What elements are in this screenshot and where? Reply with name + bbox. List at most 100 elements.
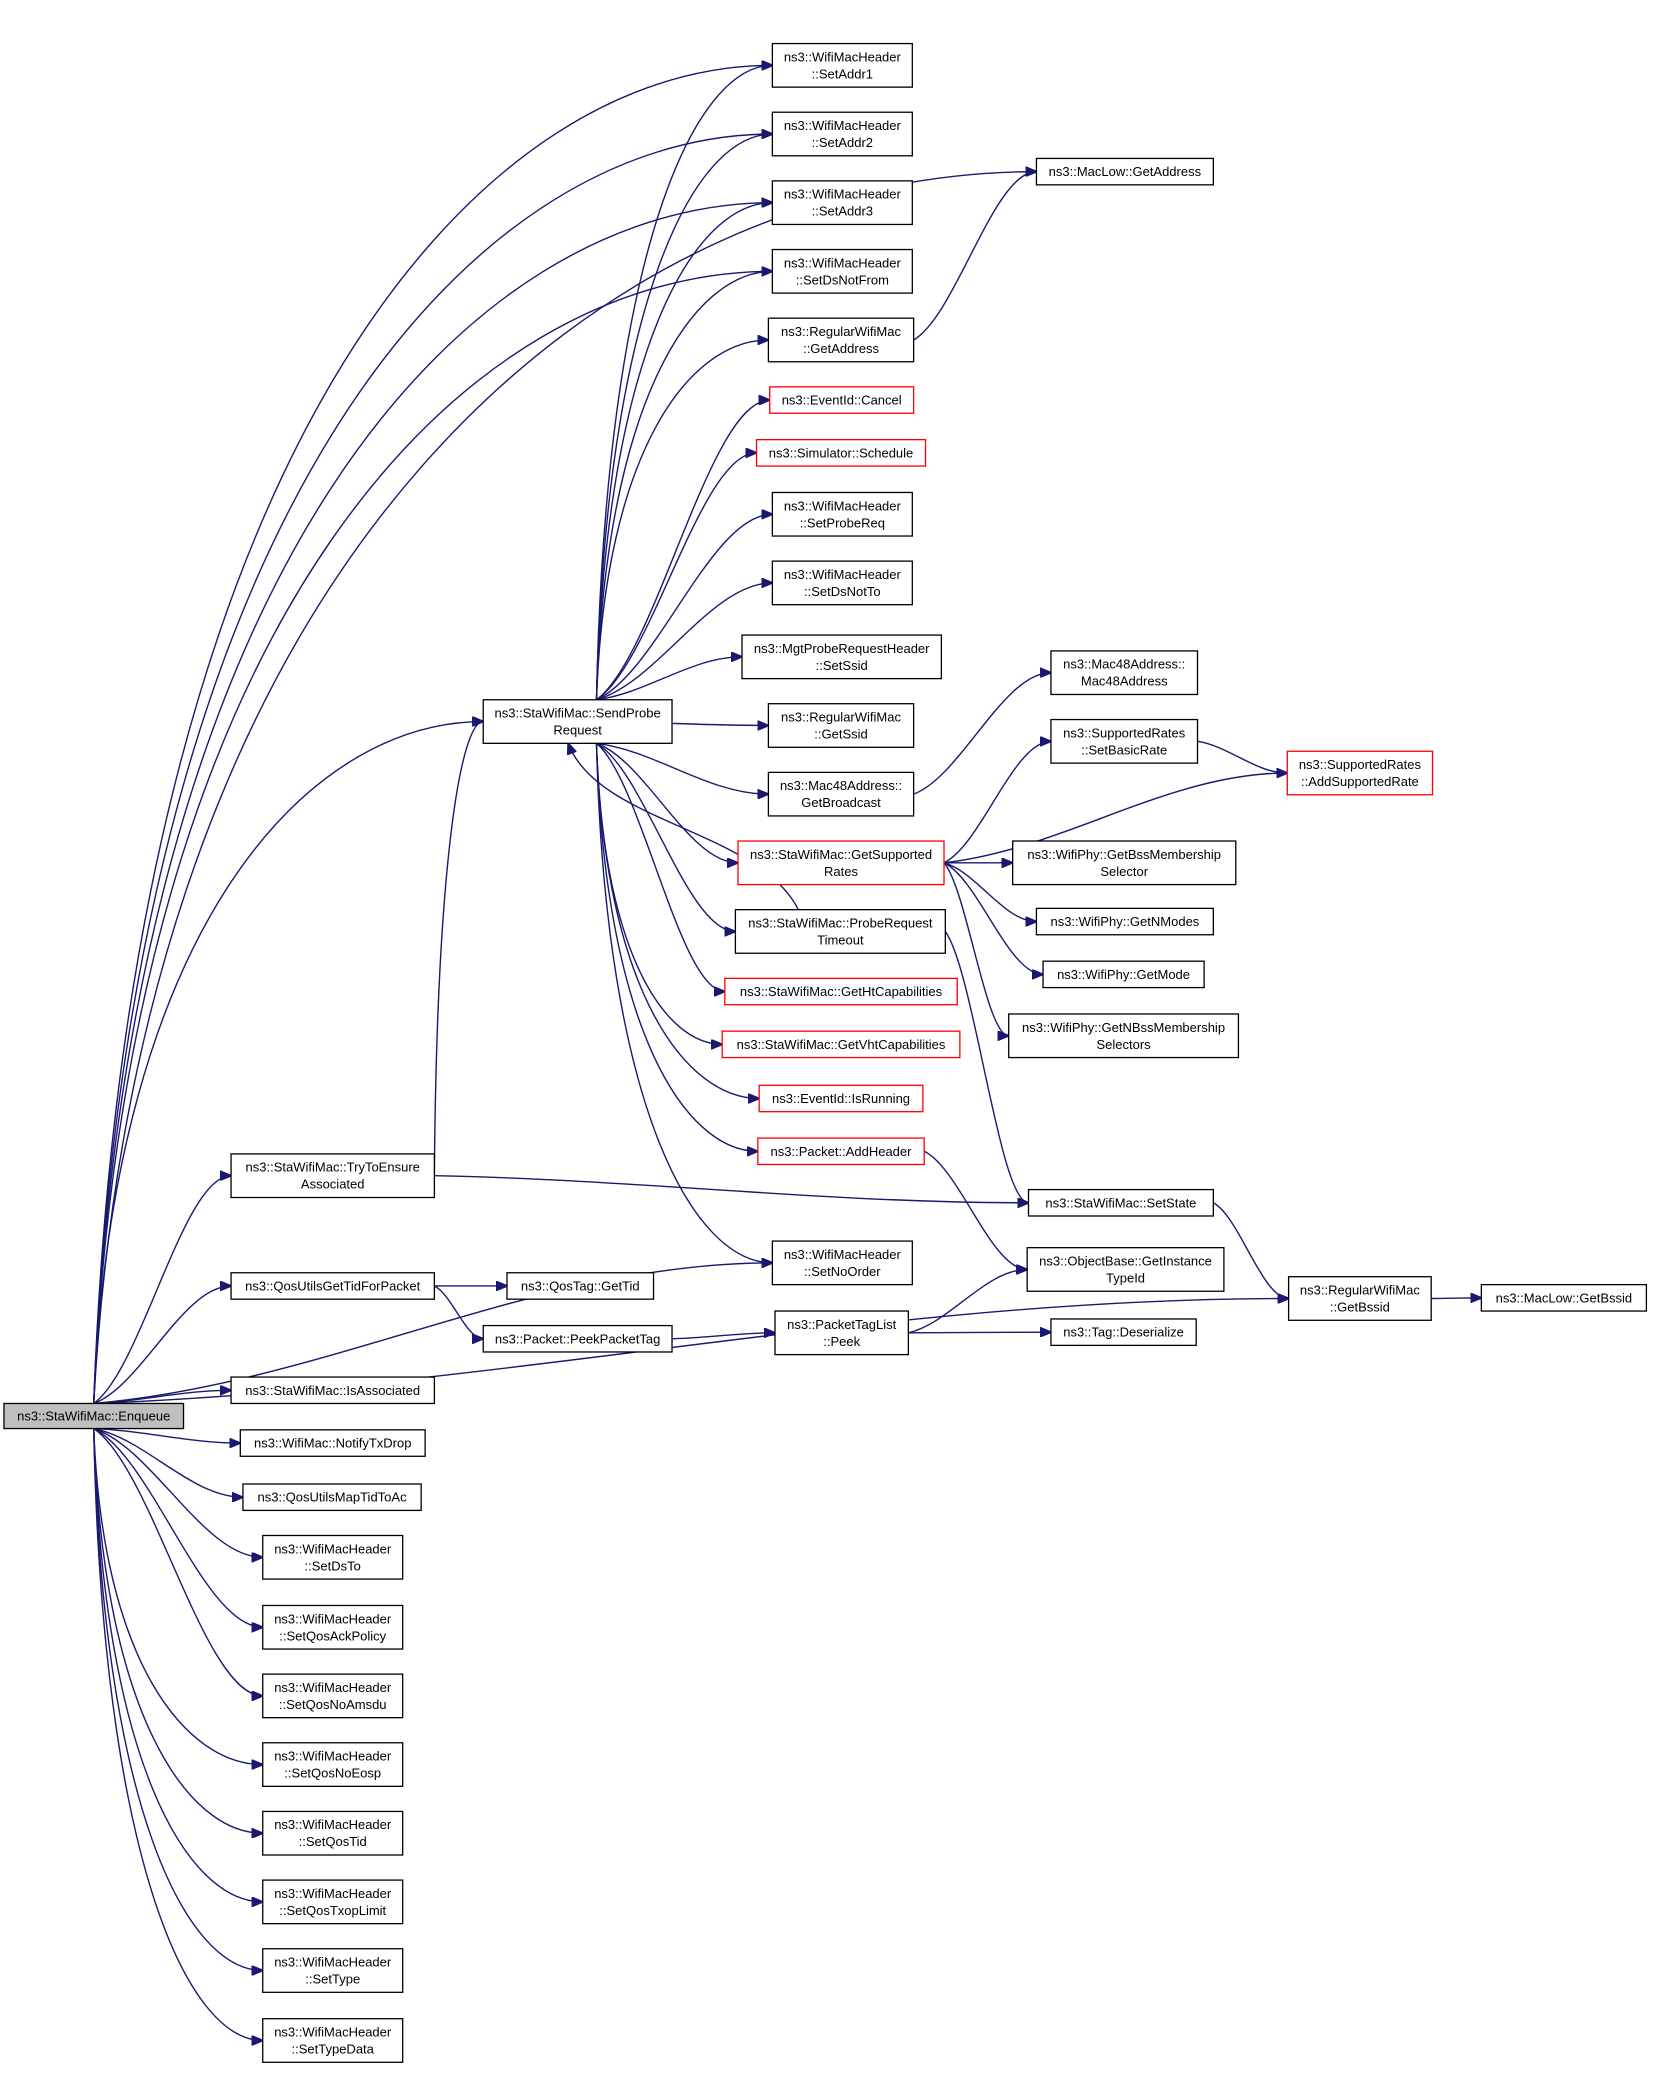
node-setnoorder[interactable]: ns3::WifiMacHeader::SetNoOrder xyxy=(771,1240,913,1286)
node-supp-setbasicrate[interactable]: ns3::SupportedRates::SetBasicRate xyxy=(1050,718,1199,764)
node-mac48-getbroadcast[interactable]: ns3::Mac48Address::GetBroadcast xyxy=(767,771,915,817)
node-enqueue[interactable]: ns3::StaWifiMac::Enqueue xyxy=(3,1402,185,1430)
node-ptl-peek[interactable]: ns3::PacketTagList::Peek xyxy=(774,1310,910,1356)
node-phy-getnmodes[interactable]: ns3::WifiPhy::GetNModes xyxy=(1035,907,1214,936)
edge-enqueue-to-setqostxoplimit xyxy=(93,1428,263,1902)
node-mgt-setssid[interactable]: ns3::MgtProbeRequestHeader::SetSsid xyxy=(741,634,943,680)
node-sta-gethtcap[interactable]: ns3::StaWifiMac::GetHtCapabilities xyxy=(724,977,958,1006)
edge-sendprobe-to-eventid-cancel xyxy=(596,400,770,701)
node-box xyxy=(771,1240,913,1286)
node-qostag-gettid[interactable]: ns3::QosTag::GetTid xyxy=(506,1272,655,1300)
node-box xyxy=(1012,840,1237,886)
node-wifimac-notifytxdrop[interactable]: ns3::WifiMac::NotifyTxDrop xyxy=(239,1429,426,1457)
edge-enqueue-to-setqosnoamsdu xyxy=(93,1427,263,1696)
edge-sendprobe-to-eventid-isrunning xyxy=(595,743,760,1098)
node-rwm-getbssid[interactable]: ns3::RegularWifiMac::GetBssid xyxy=(1287,1276,1432,1321)
edge-rwm-getaddress-to-maclow-getaddress xyxy=(913,172,1037,341)
edge-enqueue-to-setaddr3 xyxy=(93,203,773,1404)
node-setdsnotfrom[interactable]: ns3::WifiMacHeader::SetDsNotFrom xyxy=(771,248,913,294)
edge-enqueue-to-setdsnotfrom xyxy=(93,271,773,1404)
edge-sendprobe-to-mac48-getbroadcast xyxy=(596,742,769,794)
node-label: ::GetAddress xyxy=(803,341,879,356)
node-label: ns3::StaWifiMac::IsAssociated xyxy=(245,1383,420,1398)
node-settypedata[interactable]: ns3::WifiMacHeader::SetTypeData xyxy=(262,2018,404,2063)
node-packet-peektag[interactable]: ns3::Packet::PeekPacketTag xyxy=(482,1324,673,1353)
edge-rwm-getbssid-to-maclow-getbssid xyxy=(1431,1298,1481,1299)
node-packet-addheader[interactable]: ns3::Packet::AddHeader xyxy=(757,1137,925,1166)
node-sta-isassociated[interactable]: ns3::StaWifiMac::IsAssociated xyxy=(230,1376,436,1405)
node-box xyxy=(1027,1188,1214,1217)
node-supp-addsupportedrate[interactable]: ns3::SupportedRates::AddSupportedRate xyxy=(1286,750,1434,796)
node-setqosnoeosp[interactable]: ns3::WifiMacHeader::SetQosNoEosp xyxy=(262,1742,404,1787)
node-box xyxy=(771,491,913,537)
node-box xyxy=(767,771,915,817)
node-box xyxy=(767,317,915,363)
node-setqostxoplimit[interactable]: ns3::WifiMacHeader::SetQosTxopLimit xyxy=(262,1879,404,1925)
edge-sendprobe-to-setaddr1 xyxy=(595,65,773,700)
node-label: ns3::WifiMacHeader xyxy=(274,1886,392,1901)
node-box xyxy=(262,1673,404,1719)
node-setaddr3[interactable]: ns3::WifiMacHeader::SetAddr3 xyxy=(771,180,913,226)
node-label: ::SetProbeReq xyxy=(800,515,885,530)
node-label: Selectors xyxy=(1096,1037,1151,1052)
edge-enqueue-to-setnoorder xyxy=(93,1263,773,1405)
node-rwm-getaddress[interactable]: ns3::RegularWifiMac::GetAddress xyxy=(767,317,915,363)
node-label: ::SetQosAckPolicy xyxy=(279,1628,386,1643)
node-setdsnotto[interactable]: ns3::WifiMacHeader::SetDsNotTo xyxy=(771,560,913,606)
node-box xyxy=(771,111,913,157)
node-label: ns3::QosTag::GetTid xyxy=(521,1278,640,1293)
node-label: ns3::RegularWifiMac xyxy=(781,709,901,724)
node-maclow-getbssid[interactable]: ns3::MacLow::GetBssid xyxy=(1480,1283,1648,1312)
node-setqosackpolicy[interactable]: ns3::WifiMacHeader::SetQosAckPolicy xyxy=(262,1604,404,1650)
node-setaddr2[interactable]: ns3::WifiMacHeader::SetAddr2 xyxy=(771,111,913,157)
node-qosutils-maptidtoac[interactable]: ns3::QosUtilsMapTidToAc xyxy=(242,1483,422,1512)
node-rwm-getssid[interactable]: ns3::RegularWifiMac::GetSsid xyxy=(767,703,915,748)
node-sta-setstate[interactable]: ns3::StaWifiMac::SetState xyxy=(1027,1188,1214,1217)
node-sim-schedule[interactable]: ns3::Simulator::Schedule xyxy=(755,439,927,467)
node-box xyxy=(230,1376,436,1405)
edge-enqueue-to-qosutils-gettid xyxy=(93,1286,231,1405)
node-setprobereq[interactable]: ns3::WifiMacHeader::SetProbeReq xyxy=(771,491,913,537)
node-setqostid[interactable]: ns3::WifiMacHeader::SetQosTid xyxy=(262,1810,404,1856)
node-settype[interactable]: ns3::WifiMacHeader::SetType xyxy=(262,1948,404,1993)
node-label: ns3::SupportedRates xyxy=(1063,725,1186,740)
node-label: ::SetAddr1 xyxy=(812,66,873,81)
node-box xyxy=(757,1137,925,1166)
node-qosutils-gettid[interactable]: ns3::QosUtilsGetTidForPacket xyxy=(230,1272,436,1300)
node-label: ns3::MacLow::GetAddress xyxy=(1049,164,1202,179)
edge-sta-getsupportedrates-to-supp-addsupportedrate xyxy=(943,773,1287,864)
edge-sendprobe-to-mgt-setssid xyxy=(596,657,742,701)
node-box xyxy=(758,1084,924,1113)
node-label: ns3::WifiMac::NotifyTxDrop xyxy=(254,1436,411,1451)
node-setdsto[interactable]: ns3::WifiMacHeader::SetDsTo xyxy=(262,1534,404,1580)
node-setaddr1[interactable]: ns3::WifiMacHeader::SetAddr1 xyxy=(771,42,913,88)
node-box xyxy=(482,1324,673,1353)
node-maclow-getaddress[interactable]: ns3::MacLow::GetAddress xyxy=(1035,157,1214,186)
node-label: ns3::WifiMacHeader xyxy=(784,1247,902,1262)
node-eventid-cancel[interactable]: ns3::EventId::Cancel xyxy=(769,386,915,414)
node-tag-deserialize[interactable]: ns3::Tag::Deserialize xyxy=(1050,1318,1197,1347)
node-label: ns3::WifiMacHeader xyxy=(784,498,902,513)
node-box xyxy=(262,1948,404,1993)
edge-sta-setstate-to-rwm-getbssid xyxy=(1212,1202,1288,1299)
node-setqosnoamsdu[interactable]: ns3::WifiMacHeader::SetQosNoAmsdu xyxy=(262,1673,404,1719)
node-phy-getmode[interactable]: ns3::WifiPhy::GetMode xyxy=(1042,960,1205,989)
node-sta-getvhtcap[interactable]: ns3::StaWifiMac::GetVhtCapabilities xyxy=(721,1030,961,1059)
node-eventid-isrunning[interactable]: ns3::EventId::IsRunning xyxy=(758,1084,924,1113)
node-mac48-ctor[interactable]: ns3::Mac48Address::Mac48Address xyxy=(1050,650,1199,696)
node-label: ns3::QosUtilsMapTidToAc xyxy=(258,1490,408,1505)
node-label: ns3::StaWifiMac::GetHtCapabilities xyxy=(740,984,943,999)
edge-packet-peektag-to-ptl-peek xyxy=(672,1333,775,1340)
node-box xyxy=(724,977,958,1006)
node-label: ::SetAddr2 xyxy=(812,135,873,150)
node-label: Timeout xyxy=(817,932,864,947)
node-box xyxy=(741,634,943,680)
